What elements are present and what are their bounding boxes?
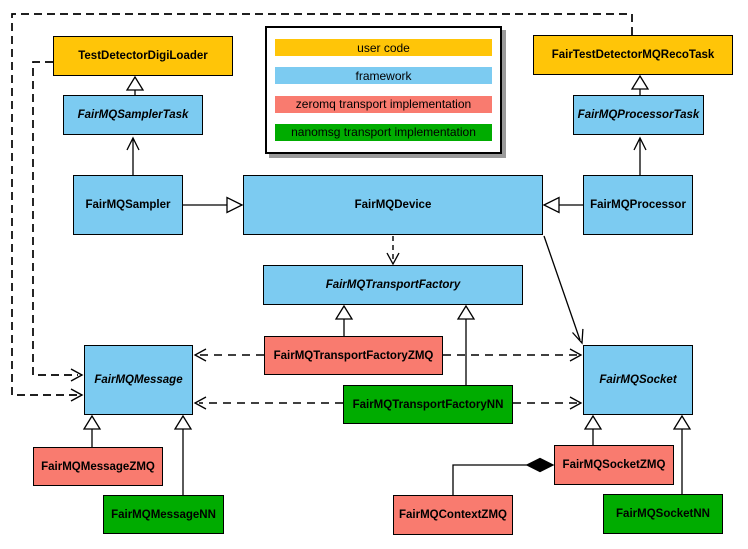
class-box-fairmqprocessortask: FairMQProcessorTask	[573, 95, 704, 135]
class-box-fairmqsocketzmq: FairMQSocketZMQ	[554, 445, 674, 485]
edge-triangle-factorynn-to-factory	[456, 304, 476, 320]
edge-triangle-socketnn-to-socket	[672, 414, 692, 430]
class-box-testdetectordigiloader: TestDetectorDigiLoader	[53, 36, 233, 76]
edge-triangle-messagezmq-to-message	[82, 414, 102, 430]
class-box-fairmqmessage: FairMQMessage	[84, 345, 193, 415]
class-box-fairmqdevice: FairMQDevice	[243, 175, 543, 235]
class-box-fairmqcontextzmq: FairMQContextZMQ	[393, 495, 513, 535]
edge-arrowhead-factoryzmq-to-message	[193, 348, 207, 362]
edge-arrowhead-processor-to-processortask	[633, 136, 647, 151]
edge-triangle-messagenn-to-message	[173, 414, 193, 430]
edge-line-contextzmq-to-socketzmq	[452, 464, 527, 495]
class-box-fairtestdetectormqrecotask: FairTestDetectorMQRecoTask	[533, 35, 733, 75]
class-box-fairmqtransportfactoryzmq: FairMQTransportFactoryZMQ	[264, 336, 443, 375]
edge-triangle-processor-to-device	[542, 196, 560, 214]
edge-triangle-socketzmq-to-socket	[583, 414, 603, 430]
edge-dashed-digiloader-to-message	[32, 61, 78, 376]
edge-triangle-sampler-to-device	[226, 196, 244, 214]
edge-diamond-contextzmq-to-socketzmq	[525, 457, 555, 473]
edge-triangle-processortask-to-recotask	[630, 74, 650, 90]
edge-arrowhead-factorynn-to-message	[193, 396, 207, 410]
edge-arrowhead-device-to-socket	[572, 328, 584, 345]
legend-item-user-code: user code	[275, 39, 492, 57]
class-box-fairmqsocket: FairMQSocket	[583, 345, 693, 415]
class-box-fairmqsamplertask: FairMQSamplerTask	[63, 95, 203, 135]
class-box-fairmqprocessor: FairMQProcessor	[583, 175, 693, 235]
legend-item-nanomsg: nanomsg transport implementation	[275, 123, 492, 141]
edge-triangle-factoryzmq-to-factory	[334, 304, 354, 320]
class-box-fairmqmessagenn: FairMQMessageNN	[103, 495, 224, 534]
edge-dashed-recotask-to-message	[11, 13, 633, 396]
class-box-fairmqsampler: FairMQSampler	[73, 175, 183, 235]
class-box-fairmqtransportfactorynn: FairMQTransportFactoryNN	[343, 385, 513, 424]
legend-item-zeromq: zeromq transport implementation	[275, 95, 492, 113]
edge-arrowhead-digiloader-to-message	[70, 368, 84, 382]
edge-triangle-samplertask-to-digiloader	[125, 75, 145, 91]
edge-arrowhead-recotask-to-message	[70, 388, 84, 402]
class-box-fairmqtransportfactory: FairMQTransportFactory	[263, 265, 523, 305]
legend: user code framework zeromq transport imp…	[265, 26, 502, 154]
edge-arrowhead-sampler-to-samplertask	[126, 136, 140, 151]
edge-arrowhead-factorynn-to-socket	[569, 396, 583, 410]
edge-arrowhead-factoryzmq-to-socket	[569, 348, 583, 362]
class-box-fairmqsocketnn: FairMQSocketNN	[603, 494, 723, 534]
class-box-fairmqmessagezmq: FairMQMessageZMQ	[33, 447, 163, 486]
edge-solid-device-to-socket	[543, 235, 581, 341]
legend-item-framework: framework	[275, 67, 492, 85]
edge-arrowhead-device-to-factory	[386, 252, 400, 266]
